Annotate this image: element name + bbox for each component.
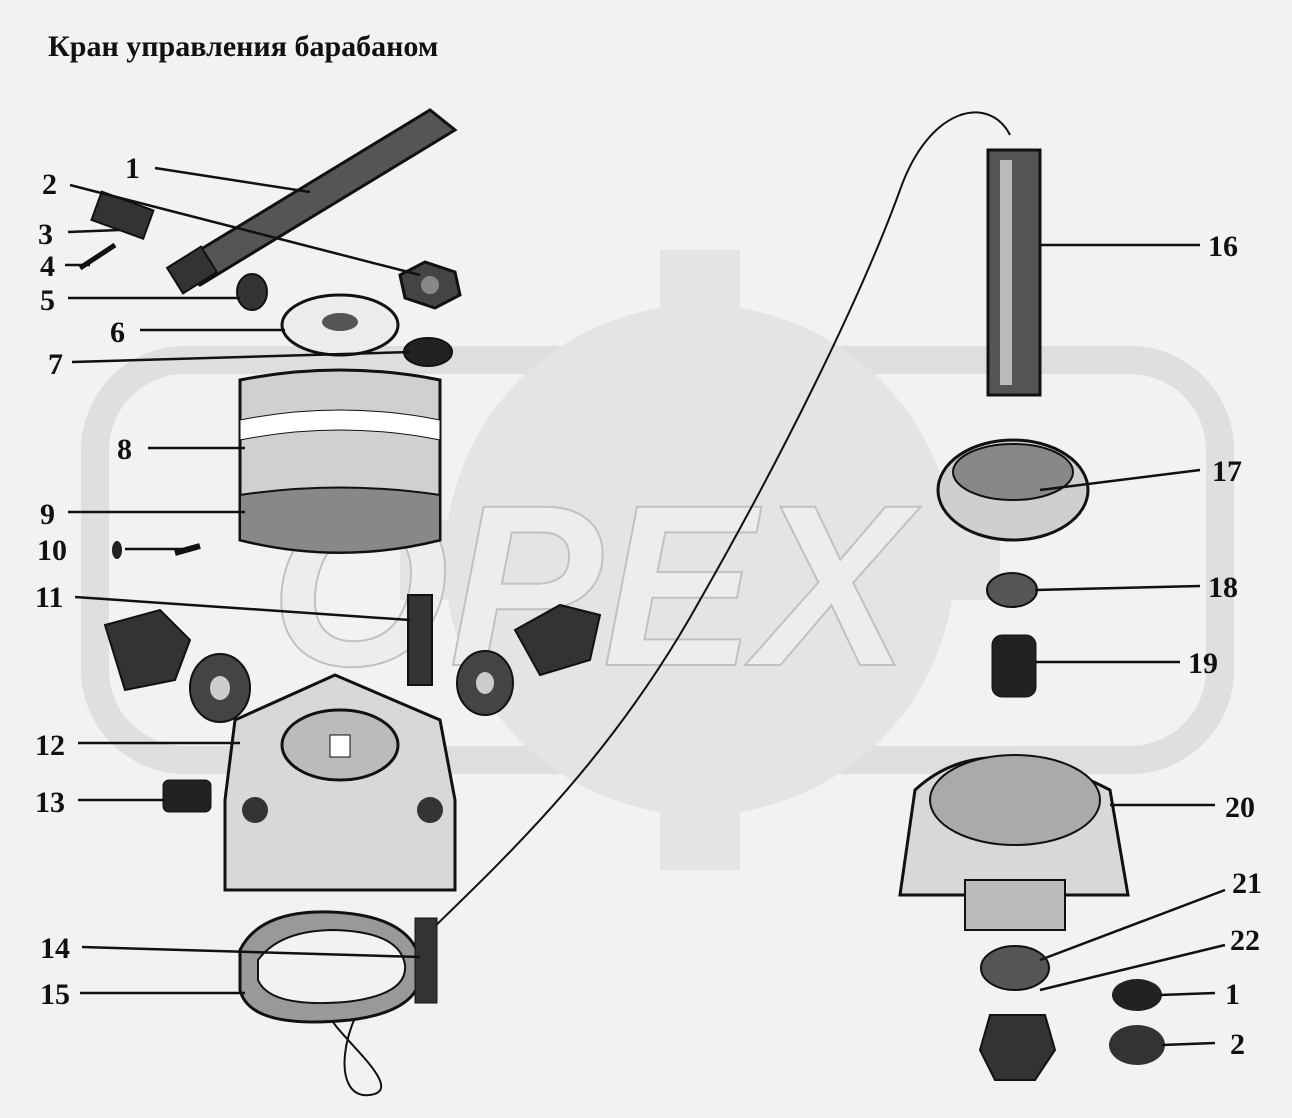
part-nut-right — [1109, 1025, 1165, 1065]
part-disc — [936, 438, 1090, 542]
part-small-nut — [236, 273, 268, 311]
label-12: 12 — [35, 729, 65, 762]
connection-line — [329, 111, 1011, 1097]
part-spring — [991, 634, 1037, 698]
label-22: 22 — [1230, 924, 1260, 957]
part-valve — [986, 572, 1038, 608]
label-13: 13 — [35, 786, 65, 819]
label-9: 9 — [40, 498, 55, 531]
label-18: 18 — [1208, 571, 1238, 604]
label-4: 4 — [40, 250, 55, 283]
label-5: 5 — [40, 284, 55, 317]
label-1-right: 1 — [1225, 978, 1240, 1011]
part-plug — [162, 779, 212, 813]
callout-labels: 1 2 3 4 5 6 7 8 9 10 11 12 13 14 15 16 1… — [35, 152, 1262, 1061]
part-gasket-ring — [238, 910, 438, 1024]
label-14: 14 — [40, 932, 70, 965]
label-3: 3 — [38, 218, 53, 251]
label-1: 1 — [125, 152, 140, 185]
label-11: 11 — [35, 581, 63, 614]
label-16: 16 — [1208, 230, 1238, 263]
diagram-title: Кран управления барабаном — [48, 30, 439, 63]
label-8: 8 — [117, 433, 132, 466]
part-nut — [398, 260, 462, 310]
label-17: 17 — [1212, 455, 1242, 488]
part-lower-washer — [980, 945, 1050, 991]
label-21: 21 — [1232, 867, 1262, 900]
part-shaft — [986, 148, 1042, 397]
label-10: 10 — [37, 534, 67, 567]
part-lever-handle — [165, 108, 458, 295]
part-seal — [403, 337, 453, 367]
part-pin-and-fittings — [103, 594, 602, 723]
part-washer — [280, 293, 400, 357]
label-19: 19 — [1188, 647, 1218, 680]
label-7: 7 — [48, 348, 63, 381]
label-2-right: 2 — [1230, 1028, 1245, 1061]
part-drum-scale — [238, 368, 442, 554]
label-6: 6 — [110, 316, 125, 349]
part-housing — [898, 754, 1130, 931]
label-2: 2 — [42, 168, 57, 201]
part-nut-small-right — [1112, 979, 1162, 1011]
label-20: 20 — [1225, 791, 1255, 824]
part-fitting — [978, 1014, 1057, 1081]
leader-lines — [65, 166, 1226, 1047]
label-15: 15 — [40, 978, 70, 1011]
part-valve-body — [223, 673, 457, 892]
